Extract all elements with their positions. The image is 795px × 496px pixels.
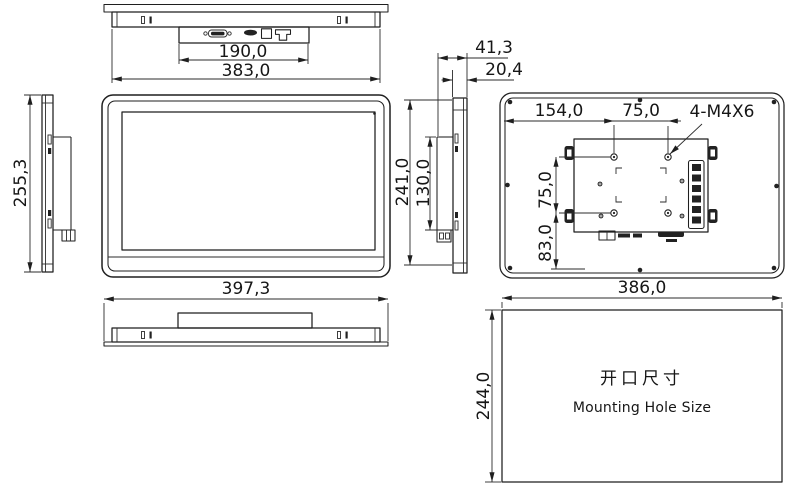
dim-io-cutout-width: 190,0	[219, 42, 268, 62]
vent-slot	[345, 16, 348, 24]
rear-view: 154,0 75,0 4-M4X6 75,0 83,0	[499, 92, 785, 279]
sensor-dot	[373, 112, 376, 115]
top-chassis-bar	[111, 11, 381, 28]
vent-slot	[47, 218, 52, 229]
dim-total-depth: 41,3	[475, 38, 513, 58]
front-bezel-outer	[101, 94, 391, 278]
dim-vesa-offset-bottom: 83,0	[536, 224, 556, 262]
top-bezel-edge	[103, 3, 389, 13]
vesa-thread-callout: 4-M4X6	[690, 102, 755, 122]
dim-front-module-depth: 20,4	[485, 60, 523, 80]
front-view	[101, 94, 391, 278]
side-panel	[452, 97, 468, 274]
vent-slot	[337, 331, 341, 339]
bottom-bezel-edge	[103, 341, 389, 347]
left-side-view: 255,3	[11, 94, 76, 273]
bottom-view: 397,3	[103, 279, 389, 347]
port-label-smudge	[618, 233, 630, 238]
bottom-ports	[598, 230, 684, 242]
vga-pins	[211, 31, 225, 36]
vent-slot	[337, 16, 341, 24]
square-port	[260, 28, 273, 39]
vent-slot	[149, 16, 152, 24]
power-port	[274, 29, 292, 41]
dim-cutout-height: 244,0	[474, 372, 494, 421]
dim-bezel-width: 397,3	[222, 279, 271, 299]
vent-slot	[454, 133, 459, 144]
dim-chassis-width: 383,0	[222, 61, 271, 81]
vent-slot	[48, 148, 52, 154]
vent-slot	[141, 16, 145, 24]
port-label-smudge	[666, 239, 677, 242]
top-view: 190,0 383,0	[103, 3, 389, 83]
dim-chassis-height: 241,0	[393, 158, 413, 207]
vga-screw	[203, 31, 208, 36]
vent-slot	[141, 331, 145, 339]
vga-port	[658, 231, 684, 237]
side-connector	[61, 229, 76, 242]
vent-slot	[345, 331, 348, 339]
dim-cutout-width: 386,0	[618, 278, 667, 298]
dim-vesa-offset-left: 154,0	[535, 101, 584, 121]
rear-panel-outer	[499, 92, 785, 279]
dim-vesa-pitch-vertical: 75,0	[536, 171, 556, 209]
vent-slot	[455, 146, 458, 152]
dim-vesa-pitch-horizontal: 75,0	[622, 101, 660, 121]
vent-slot	[454, 220, 459, 231]
cutout-title-en: Mounting Hole Size	[573, 400, 711, 416]
rear-screws	[505, 97, 779, 273]
vent-slot	[47, 134, 52, 145]
bottom-chassis-bar	[111, 327, 381, 343]
io-port-column	[687, 159, 705, 230]
side-panel	[41, 94, 54, 273]
port-label-smudge	[633, 233, 642, 238]
vga-port	[208, 29, 228, 38]
cutout-title-zh: 开口尺寸	[600, 369, 684, 389]
screen	[121, 111, 376, 251]
vent-slot	[455, 212, 458, 218]
dim-panel-height: 255,3	[11, 159, 31, 208]
cutout-rect	[501, 309, 783, 483]
vent-slot	[48, 210, 52, 216]
vesa-holes	[610, 153, 672, 217]
rear-panel-inner	[504, 97, 780, 274]
rear-box-profile	[177, 312, 313, 329]
mounting-cutout-view: 386,0 244,0 开口尺寸 Mounting Hole Size	[474, 278, 783, 483]
dim-rear-box-height: 130,0	[414, 159, 434, 208]
mounting-clamps	[564, 146, 718, 223]
rear-box	[573, 138, 709, 233]
vesa-corner-marks	[615, 167, 667, 203]
front-bezel-inner	[107, 100, 385, 272]
small-holes	[597, 178, 685, 219]
vga-screw	[227, 31, 232, 36]
oval-port	[244, 29, 257, 36]
vent-slot	[149, 331, 152, 339]
io-connector-area	[178, 26, 310, 44]
right-side-view: 241,0 130,0 41,3 20,4	[393, 38, 523, 274]
